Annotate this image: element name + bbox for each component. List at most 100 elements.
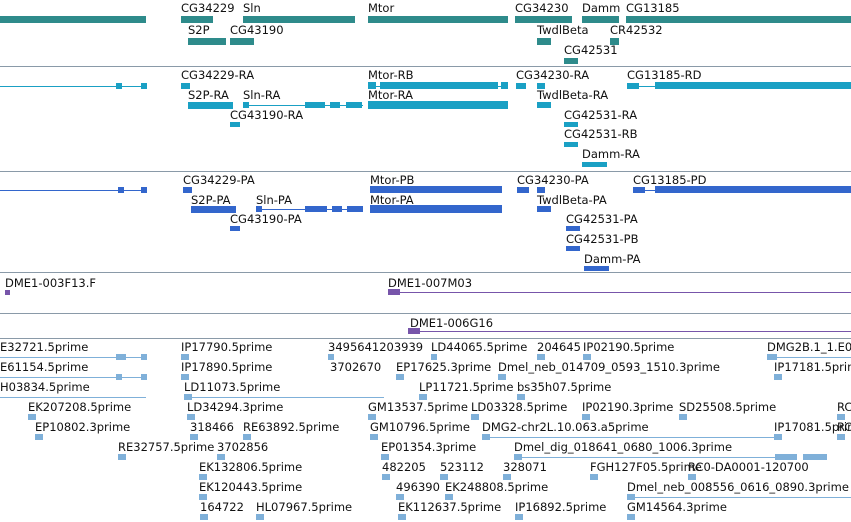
est-label[interactable]: EP01354.3prime: [381, 440, 477, 454]
protein-exon[interactable]: [305, 206, 327, 212]
gene-label[interactable]: S2P: [188, 23, 210, 37]
est-label[interactable]: GM10796.5prime: [370, 420, 470, 434]
est-label[interactable]: RE32757.5prime: [118, 440, 215, 454]
est-glyph[interactable]: [679, 414, 687, 420]
protein-exon[interactable]: [370, 205, 502, 213]
est-label[interactable]: HL07967.5prime: [256, 500, 353, 514]
est-label[interactable]: 3702856: [217, 440, 269, 454]
protein-exon[interactable]: [566, 226, 580, 231]
clone-label[interactable]: DME1-007M03: [388, 276, 473, 290]
transcript-label[interactable]: CG34229-RA: [181, 68, 255, 82]
transcript-exon[interactable]: [330, 102, 340, 108]
transcript-exon[interactable]: [582, 162, 607, 167]
protein-exon[interactable]: [537, 187, 545, 193]
est-glyph[interactable]: [398, 514, 406, 520]
transcript-exon[interactable]: [346, 102, 362, 108]
est-label[interactable]: EK207208.5prime: [28, 400, 132, 414]
est-glyph[interactable]: [837, 414, 845, 420]
est-label[interactable]: 318466: [190, 420, 234, 434]
est-label[interactable]: LD03328.5prime: [471, 400, 568, 414]
gene-glyph[interactable]: [181, 16, 213, 23]
transcript-label[interactable]: Mtor-RB: [368, 68, 414, 82]
est-label[interactable]: 328071: [503, 460, 547, 474]
protein-label[interactable]: Damm-PA: [584, 252, 641, 266]
protein-exon[interactable]: [230, 226, 240, 231]
protein-exon[interactable]: [183, 187, 192, 193]
est-glyph[interactable]: [199, 474, 207, 480]
est-glyph[interactable]: [217, 454, 225, 460]
est-glyph[interactable]: [116, 374, 122, 380]
protein-label[interactable]: CG43190-PA: [230, 212, 302, 226]
est-label[interactable]: EP17625.3prime: [396, 360, 492, 374]
protein-exon[interactable]: [332, 206, 342, 212]
est-glyph[interactable]: [537, 354, 545, 360]
protein-label[interactable]: CG42531-PA: [566, 212, 638, 226]
est-label[interactable]: EP10802.3prime: [35, 420, 131, 434]
transcript-label[interactable]: CG42531-RB: [564, 127, 638, 141]
transcript-exon[interactable]: [537, 102, 551, 108]
transcript-exon[interactable]: [564, 122, 578, 127]
est-label[interactable]: RC0-DA0001-120700: [688, 460, 809, 474]
gene-label[interactable]: Mtor: [368, 1, 395, 15]
protein-exon[interactable]: [517, 187, 529, 193]
protein-label[interactable]: CG34230-PA: [517, 173, 589, 187]
est-glyph[interactable]: [515, 514, 523, 520]
est-glyph[interactable]: [187, 414, 195, 420]
est-glyph[interactable]: [431, 354, 437, 360]
transcript-label[interactable]: Sln-RA: [243, 88, 281, 102]
est-glyph[interactable]: [396, 494, 404, 500]
est-label[interactable]: H03834.5prime: [0, 380, 90, 394]
clone-glyph[interactable]: [408, 328, 420, 334]
gene-label[interactable]: Damm: [582, 1, 621, 15]
est-glyph[interactable]: [627, 514, 635, 520]
est-label[interactable]: 523112: [440, 460, 484, 474]
est-glyph[interactable]: [803, 454, 827, 460]
est-glyph[interactable]: [396, 374, 404, 380]
gene-label[interactable]: CG42531: [564, 43, 618, 57]
transcript-exon[interactable]: [380, 82, 498, 89]
est-glyph[interactable]: [590, 474, 598, 480]
est-label[interactable]: 164722: [200, 500, 244, 514]
transcript-label[interactable]: CG43190-RA: [230, 108, 304, 122]
est-label[interactable]: LD34294.3prime: [187, 400, 284, 414]
est-label[interactable]: IP02190.5prime: [583, 340, 675, 354]
est-label[interactable]: EK248808.5prime: [445, 480, 549, 494]
est-label[interactable]: EK132806.5prime: [199, 460, 303, 474]
est-label[interactable]: Dmel_dig_018641_0680_1006.3prime: [514, 440, 733, 454]
protein-label[interactable]: S2P-PA: [191, 193, 231, 207]
transcript-exon[interactable]: [116, 83, 122, 89]
est-glyph[interactable]: [141, 374, 147, 380]
gene-label[interactable]: Sln: [243, 1, 261, 15]
protein-exon[interactable]: [191, 206, 236, 213]
est-glyph[interactable]: [199, 494, 207, 500]
protein-exon[interactable]: [537, 206, 551, 212]
est-glyph[interactable]: [582, 414, 590, 420]
gene-glyph[interactable]: [537, 38, 551, 45]
est-label[interactable]: 496390: [396, 480, 440, 494]
est-label[interactable]: Dmel_neb_008556_0616_0890.3prime: [627, 480, 849, 494]
gene-glyph[interactable]: [0, 16, 146, 23]
est-label[interactable]: LD11073.5prime: [184, 380, 281, 394]
clone-label[interactable]: DME1-003F13.F: [5, 276, 96, 290]
clone-span[interactable]: [412, 331, 851, 332]
est-label[interactable]: EK120443.5prime: [199, 480, 303, 494]
gene-glyph[interactable]: [368, 16, 508, 23]
gene-label[interactable]: CG13185: [626, 1, 680, 15]
gene-label[interactable]: CG34230: [515, 1, 569, 15]
est-glyph[interactable]: [256, 514, 264, 520]
transcript-label[interactable]: CG42531-RA: [564, 108, 638, 122]
est-glyph[interactable]: [35, 434, 43, 440]
est-glyph[interactable]: [181, 354, 189, 360]
est-glyph[interactable]: [837, 434, 845, 440]
est-label[interactable]: IP17890.5prime: [181, 360, 273, 374]
est-label[interactable]: RC: [837, 420, 851, 434]
est-label[interactable]: 3495641203939: [328, 340, 424, 354]
est-label[interactable]: LP11721.5prime: [419, 380, 514, 394]
transcript-exon[interactable]: [516, 83, 526, 89]
transcript-exon[interactable]: [230, 122, 240, 127]
protein-exon[interactable]: [141, 187, 147, 193]
gene-glyph[interactable]: [188, 38, 226, 45]
est-label[interactable]: EK112637.5prime: [398, 500, 502, 514]
transcript-exon[interactable]: [305, 102, 325, 108]
est-label[interactable]: FGH127F05.5prime: [590, 460, 702, 474]
